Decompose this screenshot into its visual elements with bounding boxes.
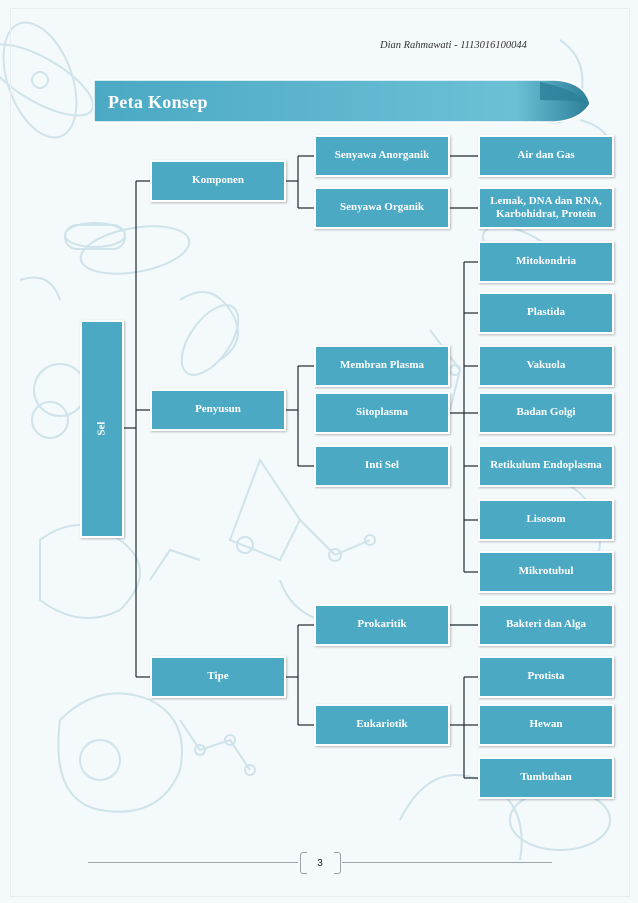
node-mitokondria: Mitokondria [478,241,614,283]
node-prokaritik: Prokaritik [314,604,450,646]
node-senyawa-anorganik: Senyawa Anorganik [314,135,450,177]
node-air-dan-gas: Air dan Gas [478,135,614,177]
page-number-bracket-left [300,852,307,874]
node-retikulum-endoplasma: Retikulum Endoplasma [478,445,614,487]
node-sel: Sel [80,320,124,538]
node-lisosom: Lisosom [478,499,614,541]
node-sel-label: Sel [95,421,108,437]
node-plastida: Plastida [478,292,614,334]
node-protista: Protista [478,656,614,698]
node-inti-sel: Inti Sel [314,445,450,487]
author-header: Dian Rahmawati - 1113016100044 [380,40,527,51]
node-tumbuhan: Tumbuhan [478,757,614,799]
node-vakuola: Vakuola [478,345,614,387]
node-tipe: Tipe [150,656,286,698]
node-membran-plasma: Membran Plasma [314,345,450,387]
page-border [10,8,630,897]
node-komponen: Komponen [150,160,286,202]
node-hewan: Hewan [478,704,614,746]
footer-rule-left [88,862,298,863]
node-eukariotik: Eukariotik [314,704,450,746]
node-badan-golgi: Badan Golgi [478,392,614,434]
node-sitoplasma: Sitoplasma [314,392,450,434]
page-number: 3 [317,857,323,869]
node-mikrotubul: Mikrotubul [478,551,614,593]
page-title: Peta Konsep [108,92,208,112]
node-penyusun: Penyusun [150,389,286,431]
node-bakteri-dan-alga: Bakteri dan Alga [478,604,614,646]
node-senyawa-organik: Senyawa Organik [314,187,450,229]
node-lemak-dna-rna: Lemak, DNA dan RNA, Karbohidrat, Protein [478,187,614,229]
footer-rule-right [342,862,552,863]
page-number-bracket-right [334,852,341,874]
